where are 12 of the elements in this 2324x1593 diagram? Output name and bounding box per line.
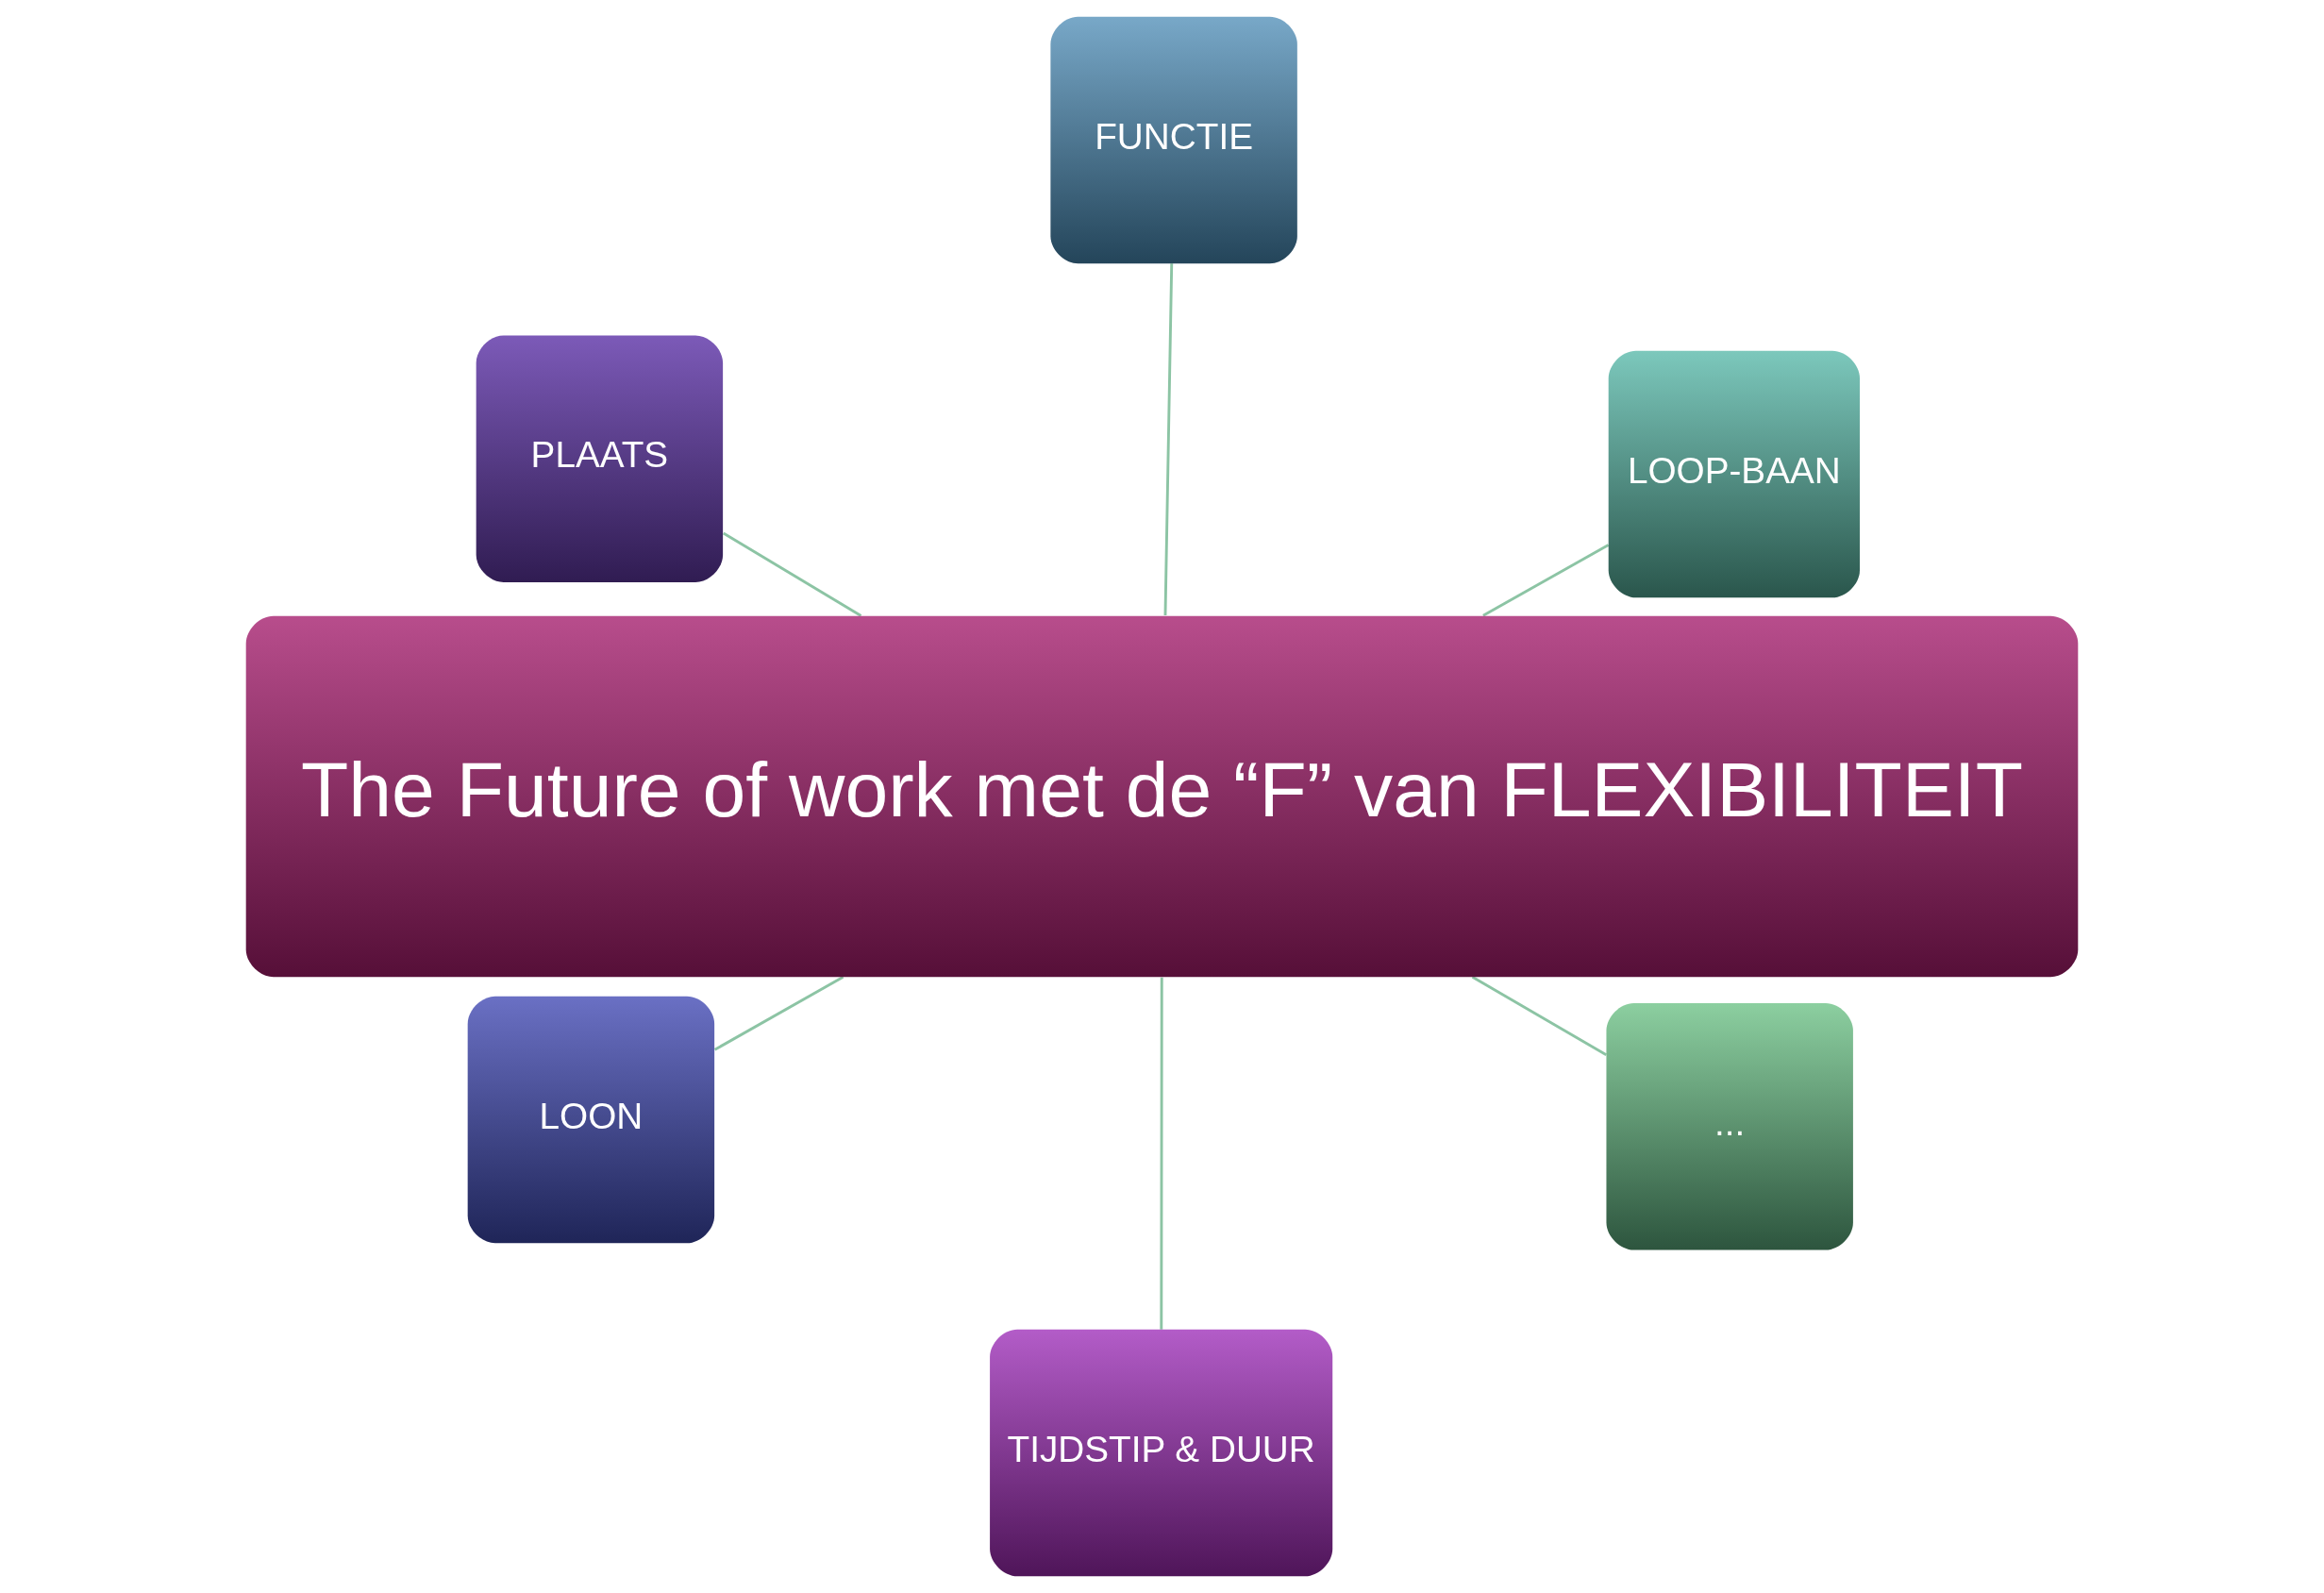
node-box: LOOP-BAAN — [1608, 350, 1860, 598]
connector — [723, 531, 862, 617]
connector — [713, 976, 844, 1051]
node-box: TIJDSTIP & DUUR — [990, 1329, 1333, 1577]
node-box: LOON — [467, 996, 715, 1244]
connector — [1163, 263, 1174, 616]
connector — [1482, 544, 1610, 617]
node-box: The Future of work met de “F” van FLEXIBILITEIT — [245, 615, 2079, 978]
node-box: ... — [1606, 1003, 1853, 1250]
node-box: PLAATS — [476, 335, 724, 582]
connector — [1160, 977, 1163, 1330]
node-box: FUNCTIE — [1050, 16, 1297, 264]
